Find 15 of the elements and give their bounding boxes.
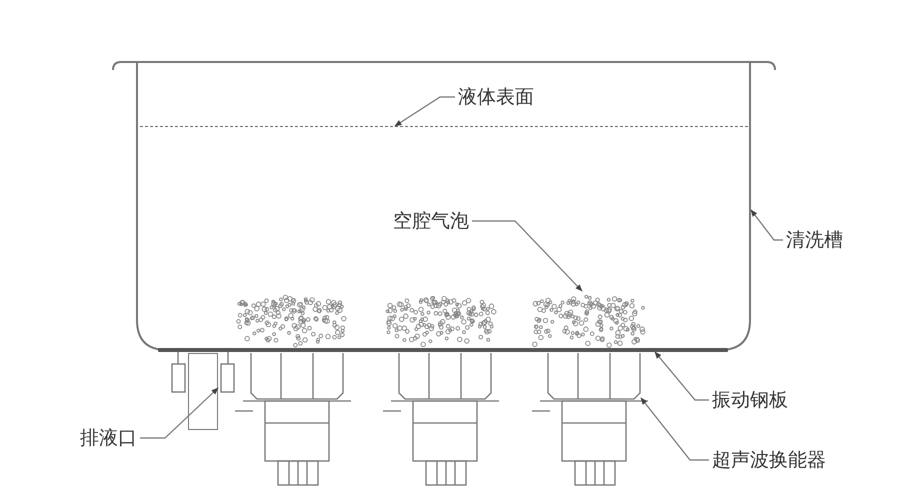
leader-line xyxy=(394,96,455,126)
leader-line xyxy=(640,397,709,461)
callout-label: 空腔气泡 xyxy=(393,209,469,233)
callout-label: 液体表面 xyxy=(458,85,534,109)
liquid-surface-line xyxy=(140,126,748,129)
leader-line xyxy=(472,220,582,292)
leader-line xyxy=(654,351,709,401)
callout-label: 排液口 xyxy=(80,426,137,450)
leader-line xyxy=(750,209,783,241)
drain-pipe xyxy=(188,353,218,430)
callout-label: 超声波换能器 xyxy=(712,448,826,472)
callout-label: 振动钢板 xyxy=(712,388,788,412)
leader-line xyxy=(140,388,219,439)
callout-label: 清洗槽 xyxy=(786,228,843,252)
vibrating-plate xyxy=(158,348,728,352)
